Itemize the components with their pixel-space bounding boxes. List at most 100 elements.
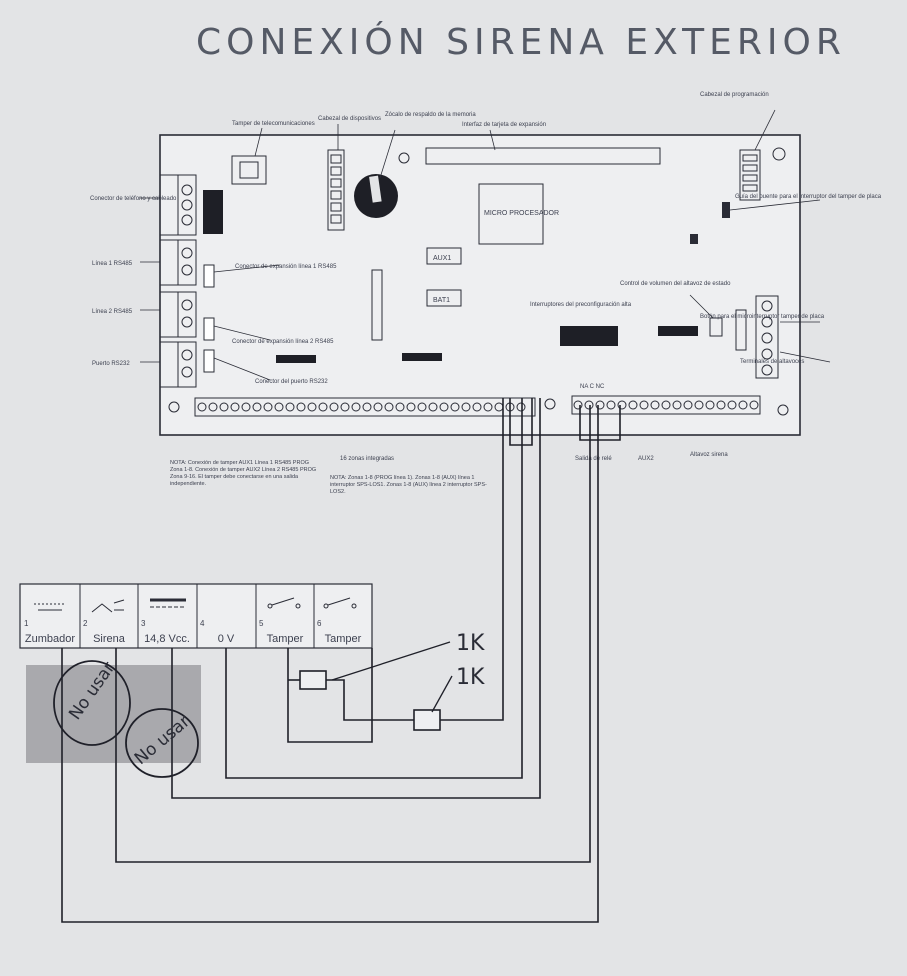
output-terminal xyxy=(573,400,583,410)
siren-terminal-number: 1 xyxy=(24,619,29,628)
annotation-leaders xyxy=(140,109,831,381)
zone-terminal xyxy=(274,402,284,412)
siren-terminal-label: Tamper xyxy=(325,633,362,645)
siren-terminal-strip xyxy=(19,583,373,649)
resistor-1k-b xyxy=(413,709,441,731)
diagram-title: CONEXIÓN SIRENA EXTERIOR xyxy=(196,22,846,63)
output-terminal xyxy=(749,400,759,410)
handwritten-circle xyxy=(125,708,199,778)
mounting-hole xyxy=(772,147,786,161)
zone-terminal xyxy=(417,402,427,412)
output-terminal xyxy=(738,400,748,410)
loudspeaker-terminals-label: Terminales de altavoces xyxy=(740,359,804,365)
siren-shaded-area xyxy=(26,665,201,763)
relay-output-label: Salida de relé xyxy=(575,456,612,462)
siren-terminal-label: Tamper xyxy=(267,633,304,645)
zone-terminal xyxy=(461,402,471,412)
output-terminal xyxy=(716,400,726,410)
tamper-telecom-label: Tamper de telecomunicaciones xyxy=(232,121,315,127)
rs485-expansion-header xyxy=(371,269,383,341)
zone-terminal xyxy=(406,402,416,412)
siren-terminal-number: 3 xyxy=(141,619,146,628)
siren-terminal-number: 6 xyxy=(317,619,322,628)
fuse-f4 xyxy=(402,353,442,361)
tamper-switch-icon xyxy=(267,597,301,609)
zone-terminal xyxy=(362,402,372,412)
zone-terminal xyxy=(197,402,207,412)
zone-terminal xyxy=(351,402,361,412)
zones-label: 16 zonas integradas xyxy=(340,456,394,462)
notes: NOTA: Conexión de tamper AUX1 Línea 1 RS… xyxy=(170,460,487,495)
microprocessor-label: MICRO PROCESADOR xyxy=(484,210,559,217)
expansion-label: Interfaz de tarjeta de expansión xyxy=(462,122,546,128)
resistor-1k-a xyxy=(299,670,327,690)
zone-terminal xyxy=(208,402,218,412)
output-terminal xyxy=(650,400,660,410)
output-terminal xyxy=(584,400,594,410)
output-terminal xyxy=(595,400,605,410)
zone-terminal xyxy=(219,402,229,412)
mounting-hole xyxy=(168,401,180,413)
output-terminal xyxy=(606,400,616,410)
telephone-relay xyxy=(203,190,223,234)
mounting-hole xyxy=(777,404,789,416)
display-header-label: Cabezal de dispositivos xyxy=(318,116,381,122)
resistor-callouts xyxy=(331,641,453,713)
zone-terminal xyxy=(252,402,262,412)
siren-terminal-label: 0 V xyxy=(218,633,235,645)
zone-terminal xyxy=(483,402,493,412)
volume-potentiometer xyxy=(658,326,698,336)
siren-terminal-number: 2 xyxy=(83,619,88,628)
output-terminal xyxy=(672,400,682,410)
siren-terminal-number: 4 xyxy=(200,619,205,628)
output-terminal xyxy=(727,400,737,410)
siren-terminal-number: 5 xyxy=(259,619,264,628)
zone-terminal xyxy=(241,402,251,412)
zone-terminal xyxy=(307,402,317,412)
output-terminal xyxy=(683,400,693,410)
siren-terminal-label: Sirena xyxy=(93,633,126,645)
control-board: MICRO PROCESADOR AUX1 BAT1 xyxy=(159,134,801,436)
svg-text:BAT1: BAT1 xyxy=(433,297,450,304)
mounting-hole xyxy=(544,398,556,410)
siren-icon xyxy=(91,599,125,613)
zone-terminal xyxy=(340,402,350,412)
handwritten-circle xyxy=(53,660,131,746)
microprocessor-chip xyxy=(478,183,544,245)
buzzer-icon xyxy=(34,603,66,611)
tamper-jumper-label: Guía del puente para el interruptor del … xyxy=(735,194,882,200)
siren-terminal-label: Zumbador xyxy=(25,633,75,645)
zone-terminal xyxy=(263,402,273,412)
note-left: NOTA: Conexión de tamper AUX1 Línea 1 RS… xyxy=(170,460,317,487)
zone-terminal xyxy=(329,402,339,412)
relay-terminal-label: NA C NC xyxy=(580,384,605,390)
dip-switches xyxy=(560,326,618,346)
fuse-f1 xyxy=(426,247,462,265)
output-terminal xyxy=(661,400,671,410)
output-terminal xyxy=(694,400,704,410)
bottom-terminal-strip xyxy=(194,395,761,417)
zone-terminal xyxy=(373,402,383,412)
loudspeaker-output-label: Altavoz sirena xyxy=(690,452,728,458)
note-right: NOTA: Zonas 1-8 (PROG línea 1). Zonas 1-… xyxy=(330,475,487,495)
tamper-button-label: Botón para el microinterruptor tamper de… xyxy=(700,314,825,320)
zone-terminal xyxy=(516,402,526,412)
rs232-label: Puerto RS232 xyxy=(92,361,130,367)
board-annotations: Conector de teléfono y cableado Línea 1 … xyxy=(90,92,882,462)
zone-terminal xyxy=(285,402,295,412)
loudspeaker-terminal-block xyxy=(755,295,779,379)
line1-label: Línea 1 RS485 xyxy=(92,261,133,267)
zone-terminal xyxy=(296,402,306,412)
tamper-switch-icon xyxy=(323,597,357,609)
rs232-connector-label: Conector del puerto RS232 xyxy=(255,379,328,385)
output-terminal xyxy=(628,400,638,410)
line2-label: Línea 2 RS485 xyxy=(92,309,133,315)
zone-terminal xyxy=(439,402,449,412)
fuse-f2 xyxy=(426,289,462,307)
output-terminal xyxy=(705,400,715,410)
display-header xyxy=(327,149,345,231)
zone-terminal xyxy=(384,402,394,412)
rs485-connector-1-label: Conector de expansión línea 1 RS485 xyxy=(235,264,337,270)
programming-header xyxy=(739,149,761,201)
zone-terminal xyxy=(230,402,240,412)
